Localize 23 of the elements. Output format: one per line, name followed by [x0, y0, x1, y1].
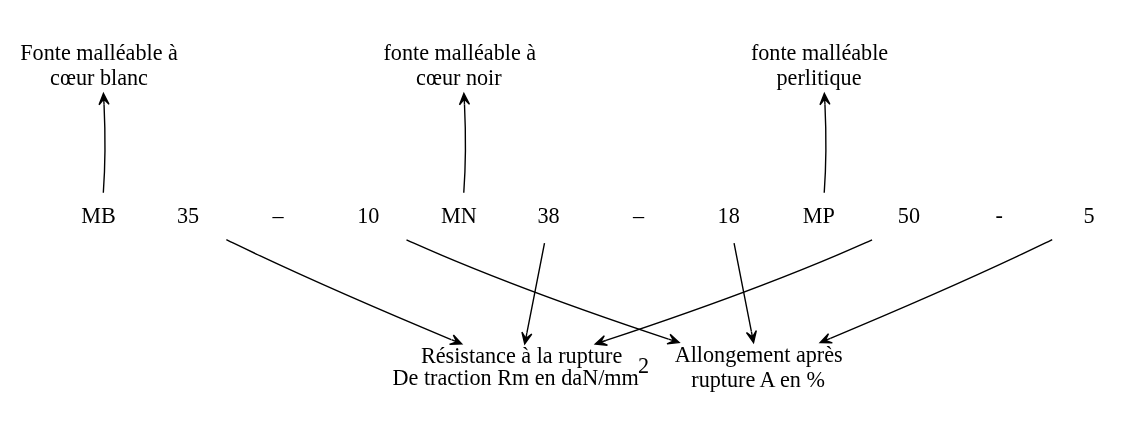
node-text: 38: [537, 203, 560, 229]
label: –: [633, 203, 645, 229]
node-text: 5: [1083, 203, 1095, 229]
node-text: MN: [441, 203, 477, 229]
arrow: [733, 242, 757, 344]
arrow: [98, 92, 110, 194]
node-text: Allongement après rupture A en %: [674, 341, 843, 392]
label: -: [995, 203, 1003, 229]
arrow: [225, 238, 463, 345]
node-text: 18: [717, 203, 740, 229]
node-text: 10: [357, 203, 380, 229]
node-text: fonte malléable à cœur noir: [383, 39, 537, 90]
arrow: [521, 242, 546, 345]
node-text: 35: [176, 203, 200, 229]
node-text: fonte malléable perlitique: [750, 39, 889, 90]
arrow: [405, 239, 680, 345]
node-text: MB: [81, 203, 116, 229]
arrow: [819, 92, 831, 194]
label: –: [272, 203, 284, 229]
node-text: MP: [802, 203, 835, 229]
node-text: 50: [897, 203, 921, 229]
node-text: Fonte malléable à cœur blanc: [20, 39, 178, 90]
arrow: [458, 92, 471, 194]
